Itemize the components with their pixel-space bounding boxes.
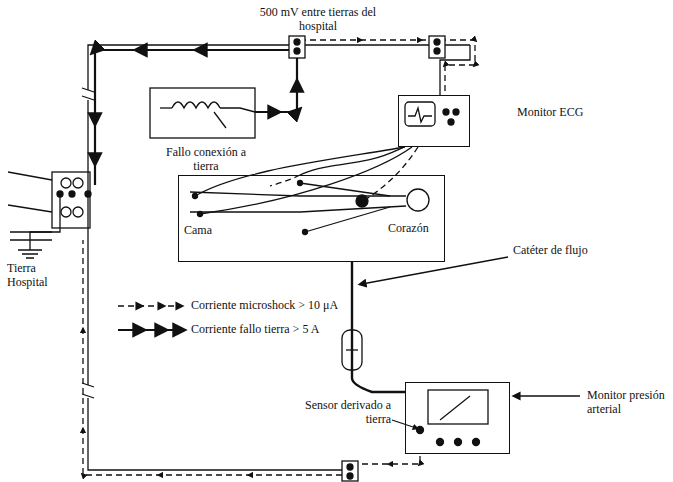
ground-lead [30,194,60,250]
wire-break [82,88,94,398]
pressure-monitor: Monitor presión arterial [405,382,510,454]
voltage-note: 500 mV entre tierras del hospital [258,6,378,34]
coil [172,102,220,108]
catheter-label: Catéter de flujo [512,244,614,258]
wall-panel [52,172,90,228]
leader-line [392,420,416,428]
legend-sample [118,305,180,306]
microshock-path [358,456,420,464]
flow-catheter [352,262,405,392]
heart [356,195,368,207]
ecg-monitor: Monitor ECG [398,95,470,147]
legend-text: Corriente microshock > 10 μA [190,299,339,313]
fault-current-path [255,55,297,112]
ecg-lead [300,147,404,175]
node-label: Monitor ECG [516,106,598,120]
patient-head [407,189,429,211]
pressure-gauge [428,390,488,424]
patient-arms [300,183,390,232]
microshock-path [83,240,342,475]
heart-label: Corazón [387,222,443,236]
sensor-label: Sensor derivado a tierra [290,399,392,427]
ground-symbol [18,250,42,258]
patient-body [190,192,406,212]
outlet [342,461,358,481]
outlet [289,36,305,58]
bed: Cama [178,175,445,262]
fault-current-path [95,50,290,185]
ground-label: Tierra Hospital [6,262,68,290]
legend-sample [118,329,180,331]
leader-line [516,395,580,396]
left-wire [87,100,88,385]
ecg-screen [405,102,435,126]
node-label: Monitor presión arterial [586,389,666,417]
wiring [8,36,580,481]
node-label: Cama [183,224,213,238]
ecg-lead [270,175,300,186]
pipe [10,232,52,240]
faulty-device [150,88,255,138]
microshock-path [300,40,475,92]
top-wire [88,45,470,90]
fault-label: Fallo conexión a tierra [157,146,255,174]
outlet [429,36,445,58]
legend-text: Corriente fallo tierra > 5 A [190,323,320,337]
fault-mark [214,112,226,128]
